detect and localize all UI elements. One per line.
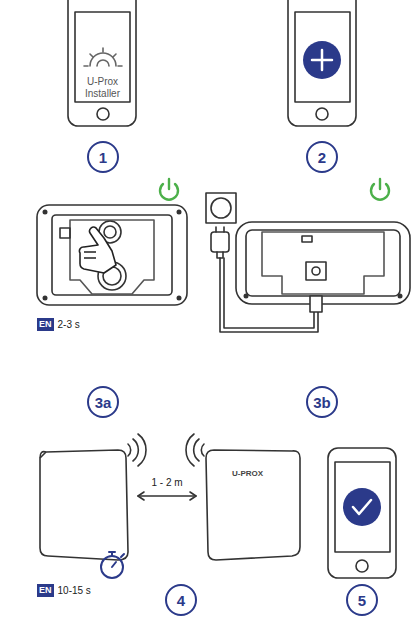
step-number-text: 4	[177, 592, 185, 609]
step-number: 1	[87, 141, 119, 173]
step-number: 3b	[306, 386, 338, 418]
step-number: 5	[346, 584, 378, 616]
duration-label: 10-15 s	[58, 585, 91, 596]
step-number: 3a	[87, 386, 119, 418]
brand-mark-text: U-PROX	[232, 469, 263, 478]
app-label-text: U-Prox Installer	[76, 76, 129, 100]
distance-label: 1 - 2 m	[151, 477, 182, 488]
step-number: 2	[306, 141, 338, 173]
duration-label: 2-3 s	[58, 319, 80, 330]
step-number-text: 2	[318, 149, 326, 166]
language-badge: EN	[37, 584, 54, 597]
step-number-text: 1	[99, 149, 107, 166]
step-number-text: 3b	[313, 394, 331, 411]
language-badge-text: EN	[39, 585, 52, 596]
language-badge-text: EN	[39, 319, 52, 330]
step-number-text: 5	[358, 592, 366, 609]
step-number-text: 3a	[95, 394, 112, 411]
language-badge: EN	[37, 318, 54, 331]
app-label: U-Prox Installer	[76, 76, 129, 100]
brand-mark: U-PROX	[232, 462, 263, 480]
step-number: 4	[165, 584, 197, 616]
